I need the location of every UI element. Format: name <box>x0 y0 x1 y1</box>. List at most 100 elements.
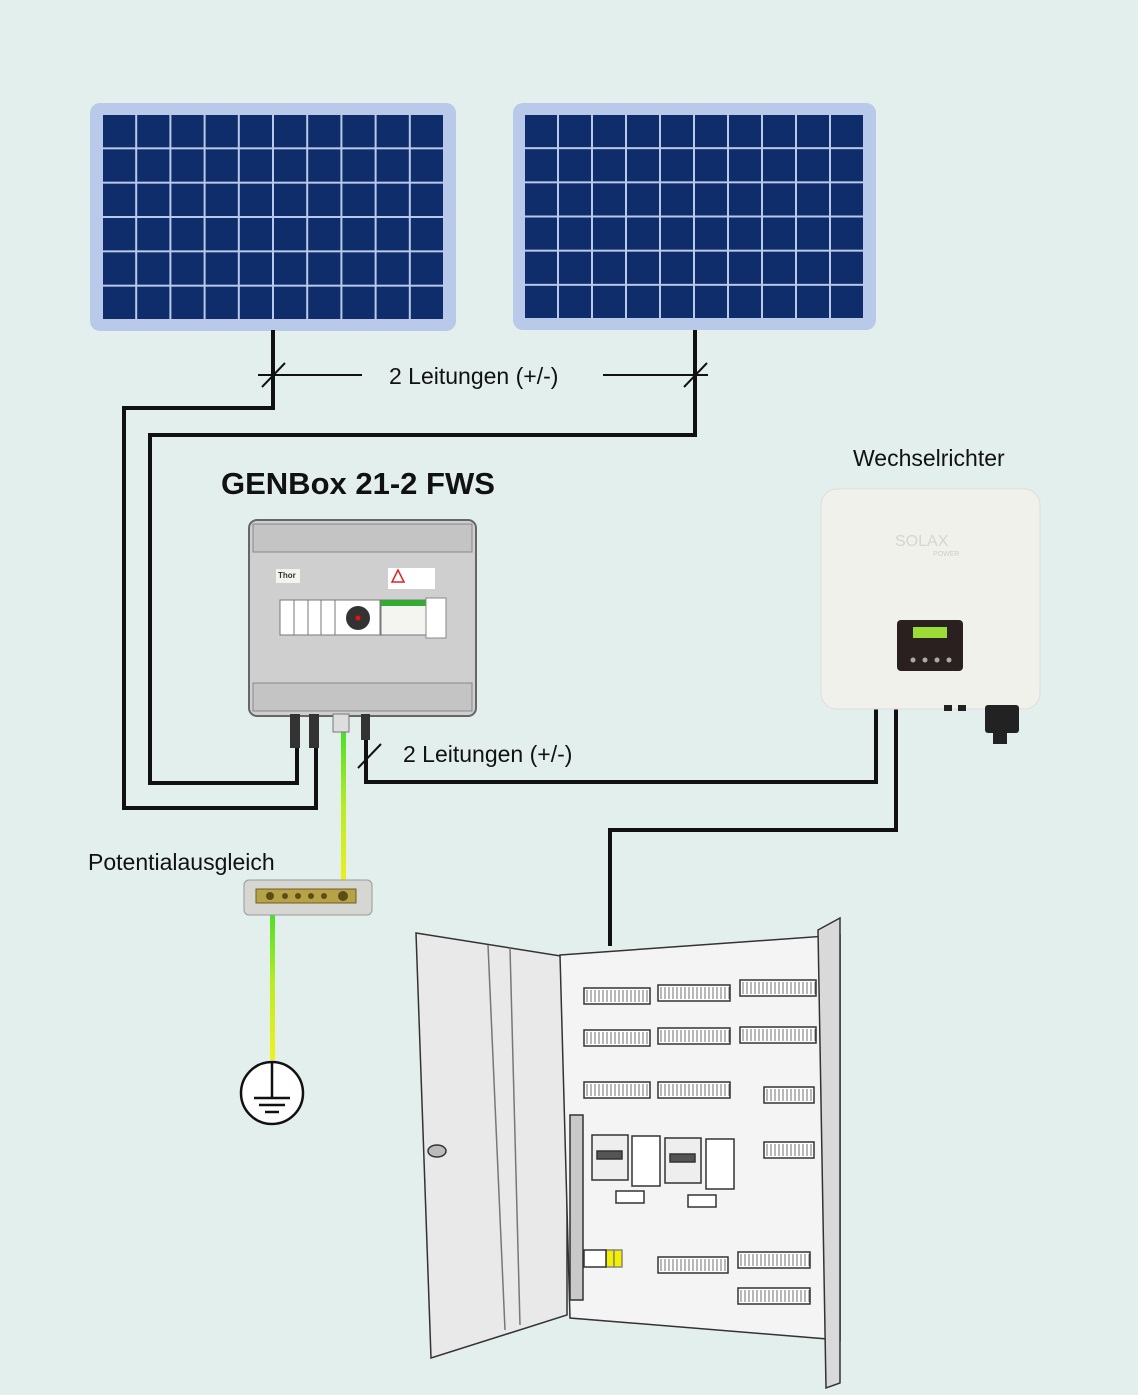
cabinet-right-door <box>817 916 841 1390</box>
breaker-rail <box>737 1251 811 1269</box>
breaker-rail <box>739 979 817 997</box>
genbox-title: GENBox 21-2 FWS <box>221 466 495 501</box>
solar-cell <box>627 183 659 216</box>
wire-inverter-cabinet <box>608 705 898 946</box>
breaker-rail <box>657 1081 731 1099</box>
solar-cell <box>763 149 795 182</box>
solar-cell <box>593 115 625 148</box>
breaker-rail <box>583 987 651 1005</box>
solar-cell <box>593 285 625 318</box>
solar-cell <box>559 251 591 284</box>
solar-cell <box>137 286 170 319</box>
inverter-label: Wechselrichter <box>853 445 1005 471</box>
solar-cell <box>525 217 557 250</box>
solar-cell <box>137 218 170 251</box>
solar-cell <box>342 286 375 319</box>
solar-cell <box>239 218 272 251</box>
solar-cell <box>410 218 443 251</box>
solar-cell <box>661 149 693 182</box>
solar-cell <box>171 183 204 216</box>
solar-cell <box>627 285 659 318</box>
solar-cell <box>103 286 136 319</box>
solar-cell <box>797 285 829 318</box>
solar-cell <box>171 149 204 182</box>
wire-panel-right <box>148 330 697 785</box>
solar-cell <box>103 218 136 251</box>
solar-cell <box>308 286 341 319</box>
solar-cell <box>342 183 375 216</box>
solar-cell <box>661 183 693 216</box>
solar-cell <box>410 286 443 319</box>
solar-cell <box>763 217 795 250</box>
solar-cell <box>695 251 727 284</box>
solar-cell <box>137 149 170 182</box>
solar-cell <box>274 252 307 285</box>
solar-cell <box>205 252 238 285</box>
solar-cell <box>797 115 829 148</box>
solar-cell <box>274 115 307 148</box>
solar-cell <box>661 115 693 148</box>
solar-cell <box>171 252 204 285</box>
solar-cell <box>205 183 238 216</box>
solar-cell <box>729 183 761 216</box>
solar-cell <box>797 217 829 250</box>
solar-cell <box>831 285 863 318</box>
breaker-rail <box>763 1141 815 1159</box>
solar-cell <box>661 285 693 318</box>
solar-cell <box>559 115 591 148</box>
solar-cell <box>525 183 557 216</box>
earth-wire-ground <box>270 905 275 1060</box>
solar-cell <box>695 217 727 250</box>
solar-cells <box>525 115 863 318</box>
wire-panel-left <box>122 330 318 810</box>
solar-cell <box>729 251 761 284</box>
genbox-enclosure: Thor <box>248 519 477 748</box>
solar-cell <box>342 252 375 285</box>
solar-cell <box>103 115 136 148</box>
genbox-brand: Thor <box>278 571 296 580</box>
solar-cell <box>376 286 409 319</box>
breaker-rail <box>657 1027 731 1045</box>
solar-cell <box>342 149 375 182</box>
solar-cell <box>274 286 307 319</box>
solar-cell <box>729 115 761 148</box>
solar-cell <box>831 251 863 284</box>
solar-cell <box>239 149 272 182</box>
solar-cell <box>831 115 863 148</box>
solar-cell <box>274 183 307 216</box>
solar-cell <box>205 115 238 148</box>
solar-cell <box>525 149 557 182</box>
solar-cell <box>376 218 409 251</box>
solar-cell <box>274 149 307 182</box>
tick-mark <box>683 362 708 388</box>
solar-cell <box>559 285 591 318</box>
solar-cell <box>661 217 693 250</box>
solar-cell <box>103 183 136 216</box>
solar-cell <box>308 218 341 251</box>
solar-cell <box>797 149 829 182</box>
solar-cell <box>171 115 204 148</box>
solar-cell <box>763 183 795 216</box>
inverter-brand-logo: SOLAX <box>895 533 949 550</box>
solar-cell <box>239 115 272 148</box>
solar-cell <box>593 217 625 250</box>
solar-cell <box>559 183 591 216</box>
breaker-rail <box>763 1086 815 1104</box>
solar-cell <box>376 252 409 285</box>
solar-cell <box>559 149 591 182</box>
solar-cell <box>376 183 409 216</box>
solar-cell <box>103 252 136 285</box>
thor-logo <box>276 569 300 583</box>
wire-count-label-top: 2 Leitungen (+/-) <box>389 363 559 389</box>
solar-cell <box>239 183 272 216</box>
solar-cell <box>137 115 170 148</box>
solar-cell <box>137 183 170 216</box>
solar-cell <box>525 285 557 318</box>
solar-cells <box>103 115 443 319</box>
solar-cell <box>410 252 443 285</box>
solar-cell <box>205 218 238 251</box>
wire-genbox-inverter <box>364 705 878 784</box>
solar-cell <box>171 218 204 251</box>
breaker-rail <box>583 1029 651 1047</box>
